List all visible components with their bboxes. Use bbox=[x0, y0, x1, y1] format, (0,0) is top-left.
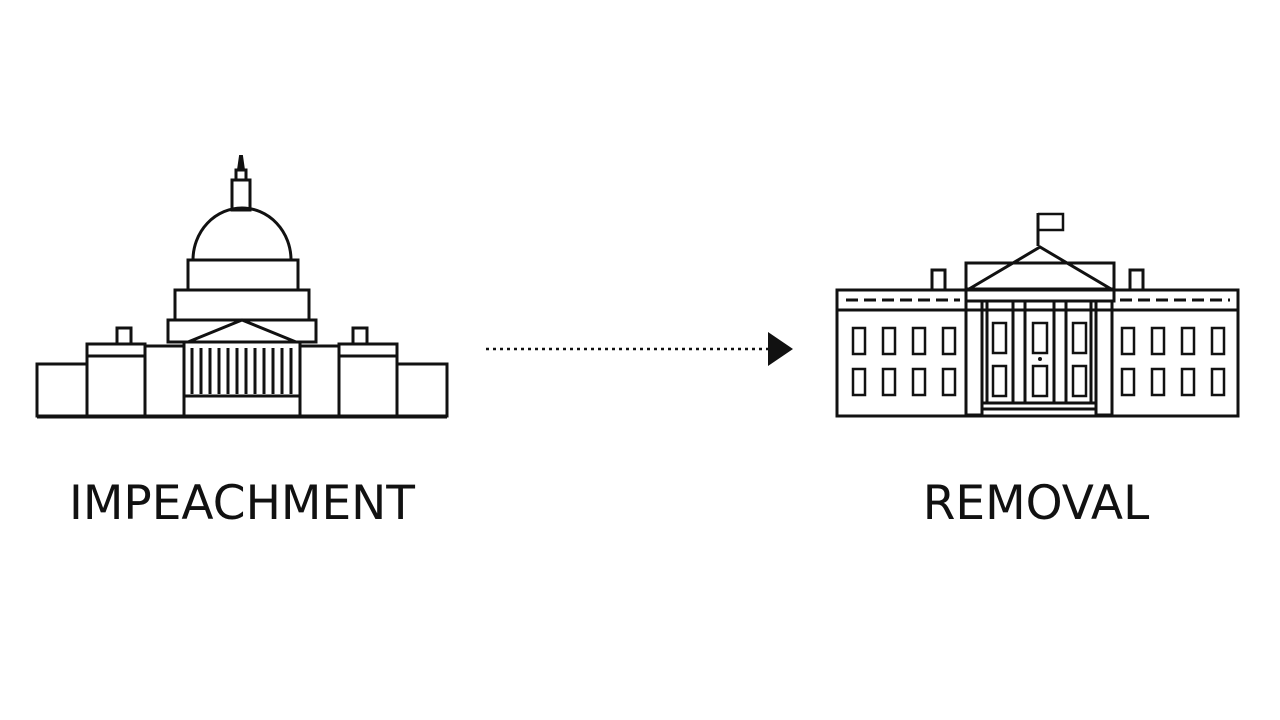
capitol-building-icon bbox=[35, 155, 449, 419]
dotted-arrow bbox=[486, 332, 793, 366]
white-house-icon bbox=[835, 212, 1240, 418]
arrow-head bbox=[768, 332, 793, 366]
removal-label: REMOVAL bbox=[922, 476, 1150, 531]
impeachment-label: IMPEACHMENT bbox=[68, 476, 416, 531]
